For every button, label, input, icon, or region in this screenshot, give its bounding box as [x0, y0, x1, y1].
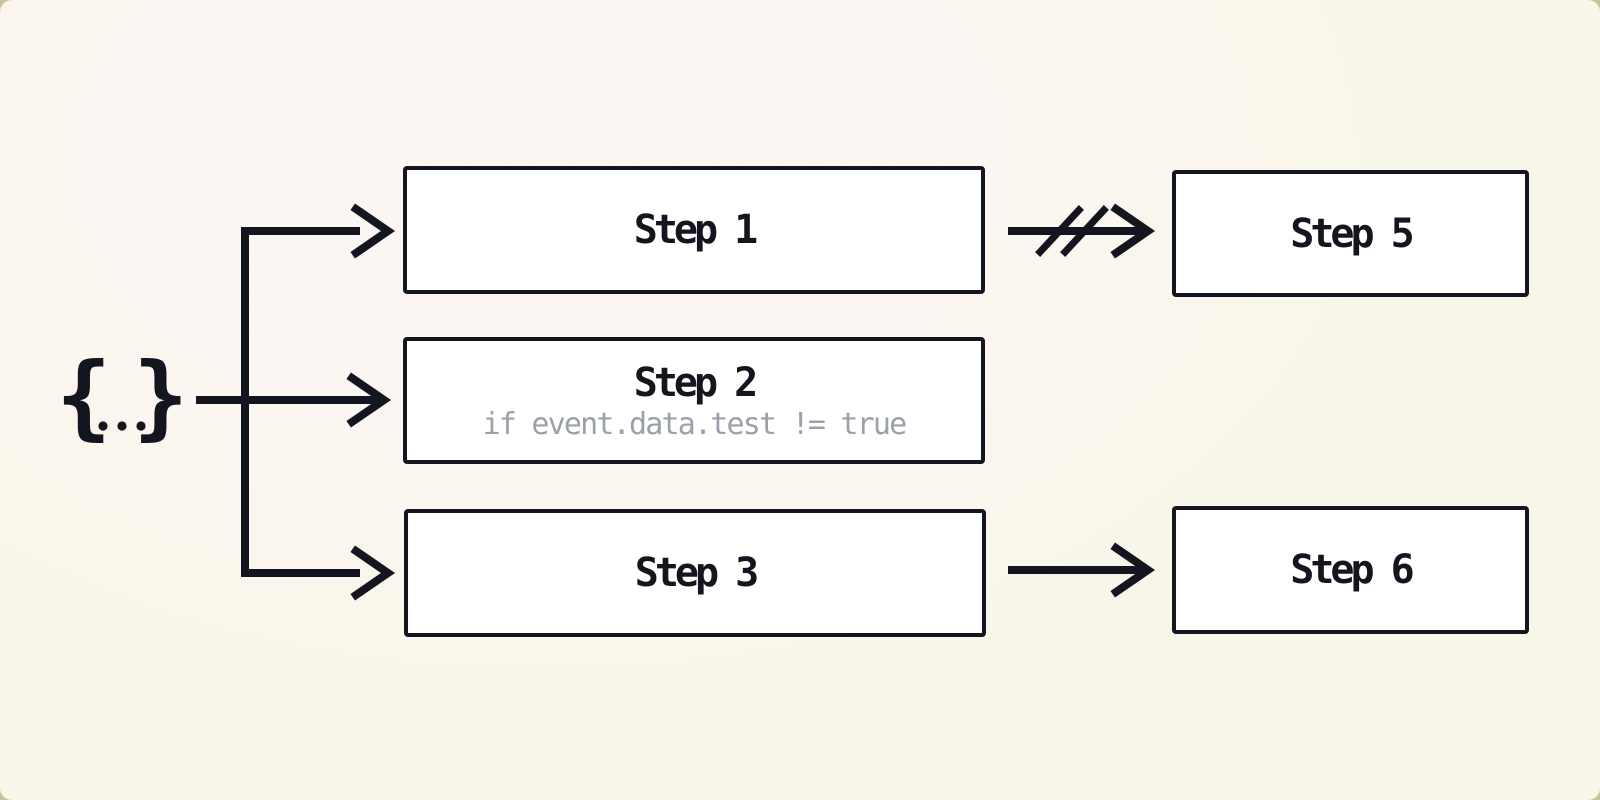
step-2-label: Step 2	[633, 359, 758, 406]
step-1-label: Step 1	[633, 207, 758, 253]
step-3-box: Step 3	[404, 509, 986, 637]
right-brace-glyph: }	[133, 343, 188, 450]
step-2-condition: if event.data.test != true	[482, 406, 908, 442]
step-6-label: Step 6	[1290, 547, 1414, 593]
step-5-label: Step 5	[1290, 210, 1414, 257]
ellipsis-dots	[98, 421, 146, 431]
edge-step1-step5-cancelled	[1008, 203, 1156, 259]
step-2-box: Step 2 if event.data.test != true	[403, 337, 985, 464]
braces-ellipsis-icon: { }	[56, 343, 188, 450]
cancel-slashes-icon	[1035, 205, 1109, 257]
edge-payload-step2	[196, 372, 392, 428]
edge-step3-step6	[1008, 542, 1156, 598]
edge-payload-fanout	[241, 203, 396, 601]
step-6-box: Step 6	[1172, 506, 1529, 634]
step-3-label: Step 3	[634, 550, 759, 596]
step-5-box: Step 5	[1172, 170, 1529, 297]
step-1-box: Step 1	[403, 166, 985, 294]
left-brace-glyph: {	[56, 343, 111, 450]
